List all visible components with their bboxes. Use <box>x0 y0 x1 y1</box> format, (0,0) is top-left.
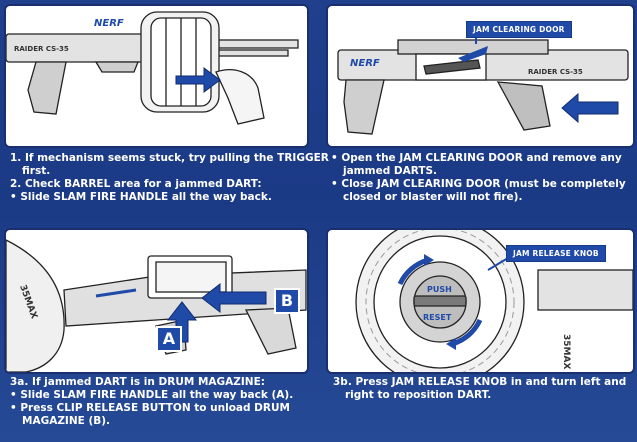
caption-step-2: • Open the JAM CLEARING DOOR and remove … <box>331 152 626 204</box>
label-a-badge: A <box>156 326 182 352</box>
caption-line: 3b. Press JAM RELEASE KNOB in and turn l… <box>333 376 627 388</box>
caption-line: jammed DARTS. <box>343 165 438 177</box>
illustration-jam-door: RAIDER CS-35 NERF <box>337 28 629 135</box>
button-press-arrow-icon <box>201 282 267 314</box>
caption-line: MAGAZINE (B). <box>22 415 111 427</box>
caption-line: • Slide SLAM FIRE HANDLE all the way bac… <box>10 191 272 203</box>
jam-release-knob-callout: JAM RELEASE KNOB <box>506 245 606 262</box>
caption-line: 2. Check BARREL area for a jammed DART: <box>10 178 262 190</box>
illustration-jam-release-knob: PUSH RESET 35MAX <box>355 230 633 372</box>
caption-line: • Close JAM CLEARING DOOR (must be compl… <box>331 178 626 190</box>
caption-line: • Open the JAM CLEARING DOOR and remove … <box>331 152 622 164</box>
knob-push-text: PUSH <box>427 285 452 294</box>
caption-line: right to reposition DART. <box>345 389 492 401</box>
nerf-logo: NERF <box>350 58 380 69</box>
caption-line: 1. If mechanism seems stuck, try pulling… <box>10 152 329 164</box>
illustration-trigger-barrel: RAIDER CS-35 NERF <box>6 11 299 125</box>
panel-step-3a: 35MAX A B <box>4 228 309 374</box>
blaster-model-label: RAIDER CS-35 <box>528 68 583 76</box>
caption-step-1: 1. If mechanism seems stuck, try pulling… <box>10 152 329 204</box>
drum-capacity-text: 35MAX <box>561 334 571 369</box>
caption-line: • Slide SLAM FIRE HANDLE all the way bac… <box>10 389 294 401</box>
knob-reset-text: RESET <box>423 313 452 322</box>
caption-line: • Press CLIP RELEASE BUTTON to unload DR… <box>10 402 290 414</box>
handle-slide-arrow-icon <box>166 301 198 343</box>
caption-line: first. <box>22 165 51 177</box>
panel-step-1: RAIDER CS-35 NERF <box>4 4 309 148</box>
door-open-arrow-icon <box>458 46 488 62</box>
caption-line: 3a. If jammed DART is in DRUM MAGAZINE: <box>10 376 265 388</box>
label-b-badge: B <box>274 288 300 314</box>
nerf-logo: NERF <box>94 18 124 29</box>
caption-step-3a: 3a. If jammed DART is in DRUM MAGAZINE: … <box>10 376 293 428</box>
caption-line: closed or blaster will not fire). <box>343 191 523 203</box>
slide-arrow-icon <box>561 92 619 124</box>
panel-step-3b: PUSH RESET 35MAX <box>326 228 635 374</box>
caption-step-3b: 3b. Press JAM RELEASE KNOB in and turn l… <box>333 376 626 402</box>
illustration-drum-unload: 35MAX <box>6 239 307 372</box>
panel-step-2: RAIDER CS-35 NERF <box>326 4 635 148</box>
jam-clearing-door-callout: JAM CLEARING DOOR <box>466 21 572 38</box>
blaster-model-label: RAIDER CS-35 <box>14 45 69 53</box>
pull-arrow-icon <box>175 67 221 93</box>
